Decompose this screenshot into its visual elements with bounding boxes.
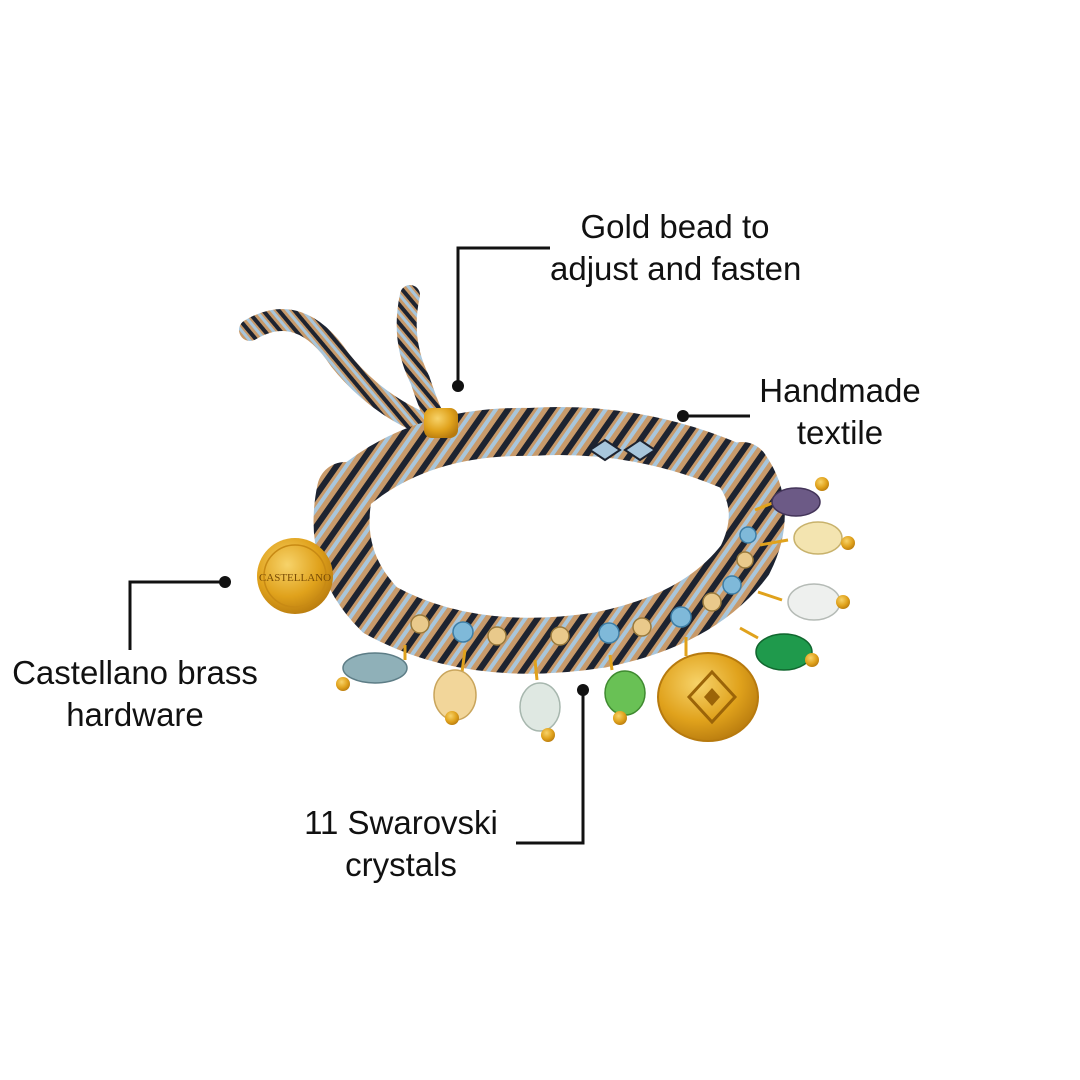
crystal-row xyxy=(410,526,757,646)
stone-charms xyxy=(336,477,855,742)
callout-crystals-line1: 11 Swarovski xyxy=(304,804,498,841)
callout-hardware: Castellano brass hardware xyxy=(10,652,260,736)
callout-hardware-line1: Castellano brass xyxy=(12,654,258,691)
leader-hardware xyxy=(128,580,225,650)
textile-band-back xyxy=(326,407,764,514)
callout-crystals-line2: crystals xyxy=(345,846,457,883)
callout-textile: Handmade textile xyxy=(750,370,930,454)
callout-crystals: 11 Swarovski crystals xyxy=(298,802,504,886)
callout-gold-bead: Gold bead to adjust and fasten xyxy=(550,206,802,290)
callout-gold-bead-line1: Gold bead to xyxy=(580,208,770,245)
leader-lines xyxy=(128,246,750,845)
diamond-motif xyxy=(588,438,657,462)
textile-band-front xyxy=(313,442,785,674)
leader-gold-bead xyxy=(456,246,550,386)
callout-hardware-line2: hardware xyxy=(66,696,204,733)
callout-gold-bead-line2: adjust and fasten xyxy=(550,250,802,287)
tie-cord-left xyxy=(239,309,451,441)
medallion-engraving: CASTELLANO xyxy=(259,572,331,584)
castellano-medallion: CASTELLANO xyxy=(257,538,333,614)
leader-crystals xyxy=(516,690,585,845)
callout-textile-line1: Handmade xyxy=(759,372,921,409)
gold-bead xyxy=(424,408,458,438)
callout-textile-line2: textile xyxy=(796,414,884,451)
